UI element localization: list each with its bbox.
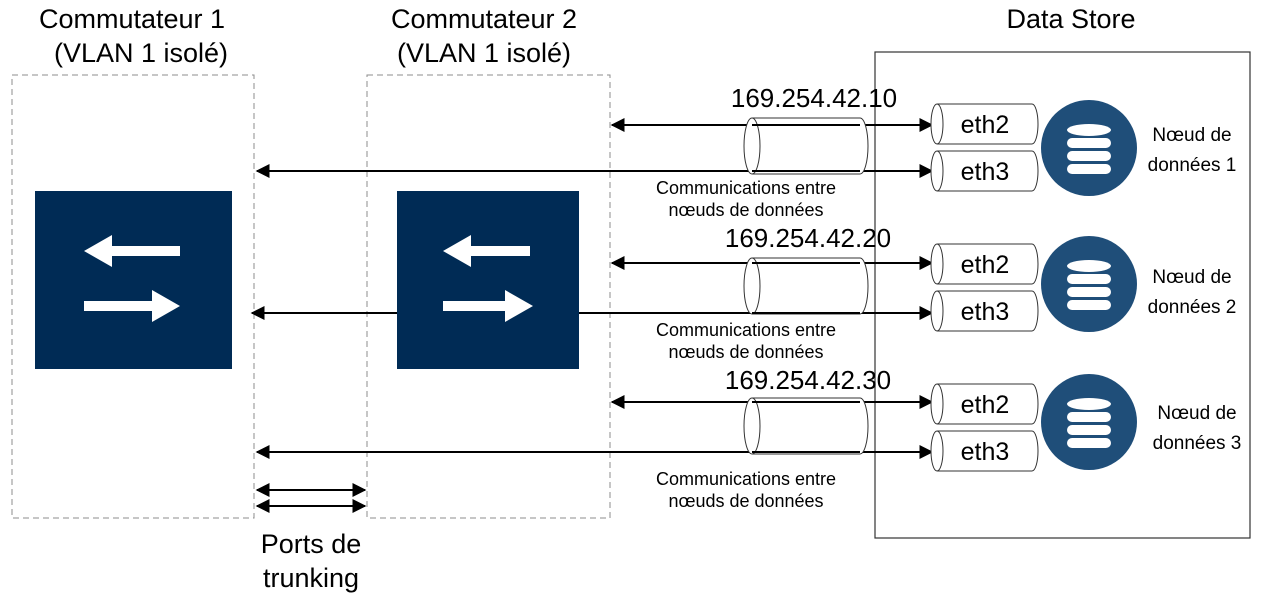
node2-tunnel: [743, 257, 869, 315]
node2-database-icon: [1041, 236, 1137, 332]
trunk-label-line2: trunking: [263, 563, 359, 593]
node2-ip: 169.254.42.20: [725, 223, 891, 253]
node1-eth2-port: eth2: [930, 103, 1039, 145]
node2-eth2-label: eth2: [961, 251, 1010, 279]
node1-database-icon: [1041, 100, 1137, 196]
node1-eth3-port: eth3: [930, 150, 1039, 192]
node3-database-icon: [1041, 374, 1137, 470]
node2-eth2-port: eth2: [930, 243, 1039, 285]
node1-tunnel: [743, 117, 869, 175]
node3-eth3-label: eth3: [961, 438, 1010, 466]
node2-comm-line1: Communications entre: [656, 320, 836, 340]
switch1-frame: [11, 74, 255, 519]
node3-eth2-port: eth2: [930, 383, 1039, 425]
node3-ip: 169.254.42.30: [725, 365, 891, 395]
node2-label-line1: Nœud de: [1152, 267, 1231, 288]
node1-label-line2: données 1: [1148, 155, 1237, 176]
switch1-title-line2: (VLAN 1 isolé): [54, 38, 228, 68]
switch2-title-line1: Commutateur 2: [391, 4, 577, 34]
trunk-label-line1: Ports de: [261, 529, 362, 559]
node1-comm-line1: Communications entre: [656, 178, 836, 198]
data-node-2: 169.254.42.20 eth2 eth3 Nœ: [610, 223, 1237, 362]
node3-comm-line2: nœuds de données: [668, 491, 823, 511]
node3-eth3-port: eth3: [930, 430, 1039, 472]
switch1-icon: [35, 191, 232, 369]
node3-comm-line1: Communications entre: [656, 469, 836, 489]
node3-label-line2: données 3: [1153, 433, 1242, 454]
node2-eth3-label: eth3: [961, 298, 1010, 326]
node3-label-line1: Nœud de: [1157, 403, 1236, 424]
datastore-title: Data Store: [1006, 4, 1135, 34]
data-node-3: 169.254.42.30 eth2 eth3 Nœ: [610, 365, 1242, 511]
switch2-frame: [366, 74, 611, 519]
switch2-title-line2: (VLAN 1 isolé): [397, 38, 571, 68]
node1-eth2-label: eth2: [961, 111, 1010, 139]
node1-eth3-label: eth3: [961, 158, 1010, 186]
switch2-icon: [397, 191, 579, 369]
node1-ip: 169.254.42.10: [731, 83, 897, 113]
node3-eth2-label: eth2: [961, 391, 1010, 419]
switch1-title-line1: Commutateur 1: [39, 4, 225, 34]
node2-eth3-port: eth3: [930, 290, 1039, 332]
node2-comm-line2: nœuds de données: [668, 342, 823, 362]
node1-comm-line2: nœuds de données: [668, 200, 823, 220]
node2-label-line2: données 2: [1148, 297, 1237, 318]
data-node-1: 169.254.42.10 eth2 eth3 Nœ: [610, 83, 1237, 220]
datastore-frame: [874, 51, 1251, 539]
node3-tunnel: [743, 397, 869, 455]
node1-label-line1: Nœud de: [1152, 125, 1231, 146]
